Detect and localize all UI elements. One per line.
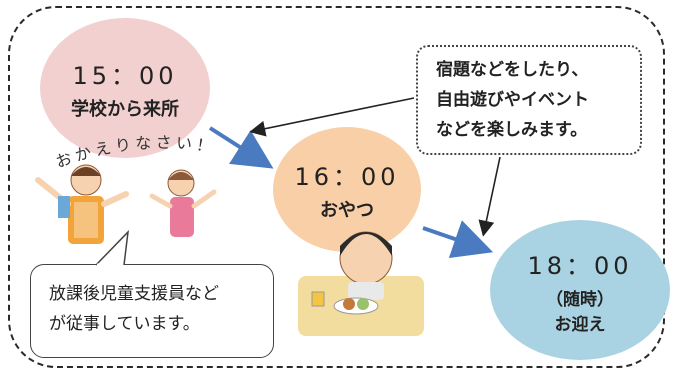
staff-adult-illustration	[35, 164, 129, 244]
label-snack: おやつ	[320, 200, 374, 221]
pointer-arrow-left	[249, 97, 415, 137]
schedule-1800: 18：00 （随時） お迎え	[490, 220, 670, 360]
dashed-frame	[8, 6, 665, 368]
label-pickup: お迎え	[554, 314, 606, 335]
flow-arrow-2	[422, 220, 494, 259]
child-girl-illustration	[149, 169, 217, 237]
pointer-arrow-down	[478, 156, 501, 237]
staff-speech-bubble: 放課後児童支援員など が従事しています。	[30, 264, 274, 358]
greeting-text: おかえりなさい！	[52, 128, 272, 188]
activity-line-2: 自由遊びやイベント	[436, 90, 589, 110]
child-eating-snack-illustration	[298, 231, 424, 336]
schedule-1500: 15：00 学校から来所	[40, 18, 210, 158]
activity-note: 宿題などをしたり、 自由遊びやイベント などを楽しみます。	[416, 45, 642, 155]
flow-arrow-1	[208, 126, 274, 169]
time-1800: 18：00	[527, 251, 633, 280]
activity-line-1: 宿題などをしたり、	[436, 60, 589, 80]
label-anytime: （随時）	[546, 289, 614, 310]
time-1500: 15：00	[72, 61, 178, 90]
greeting-label: おかえりなさい！	[53, 133, 214, 172]
staff-line-2: が従事しています。	[49, 314, 200, 334]
label-arrival: 学校から来所	[71, 98, 179, 120]
svg-text:おかえりなさい！: おかえりなさい！	[53, 133, 218, 172]
activity-line-3: などを楽しみます。	[436, 120, 588, 140]
schedule-1600: 16：00 おやつ	[273, 127, 421, 252]
staff-line-1: 放課後児童支援員など	[49, 284, 219, 304]
time-1600: 16：00	[294, 163, 400, 191]
